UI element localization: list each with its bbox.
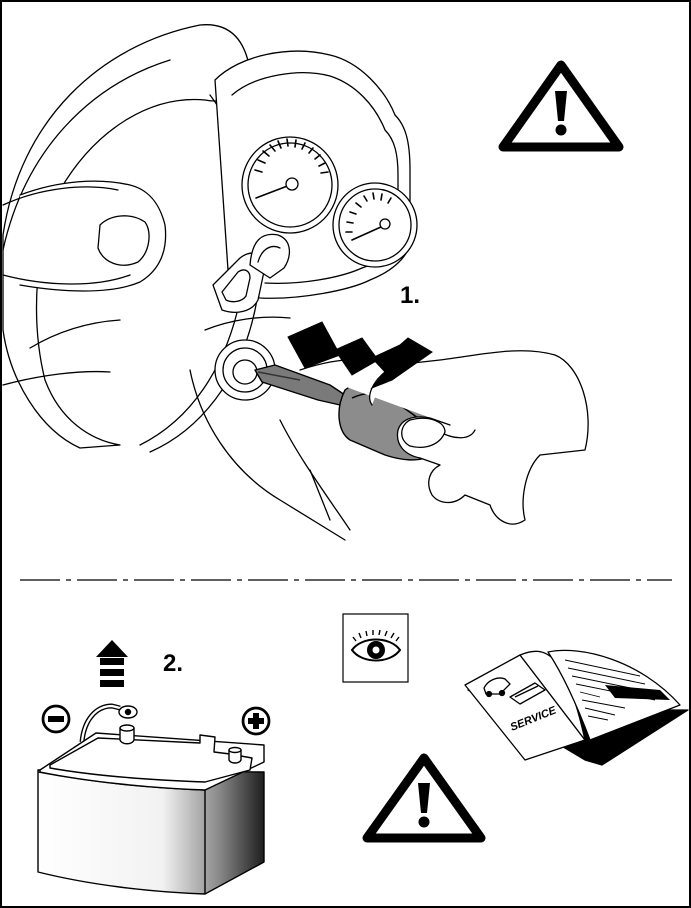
- step-2-label: 2.: [163, 650, 183, 677]
- minus-icon: [43, 706, 69, 732]
- plus-icon: [243, 708, 269, 734]
- step-1-label: 1.: [400, 282, 420, 309]
- eye-icon: [343, 614, 408, 682]
